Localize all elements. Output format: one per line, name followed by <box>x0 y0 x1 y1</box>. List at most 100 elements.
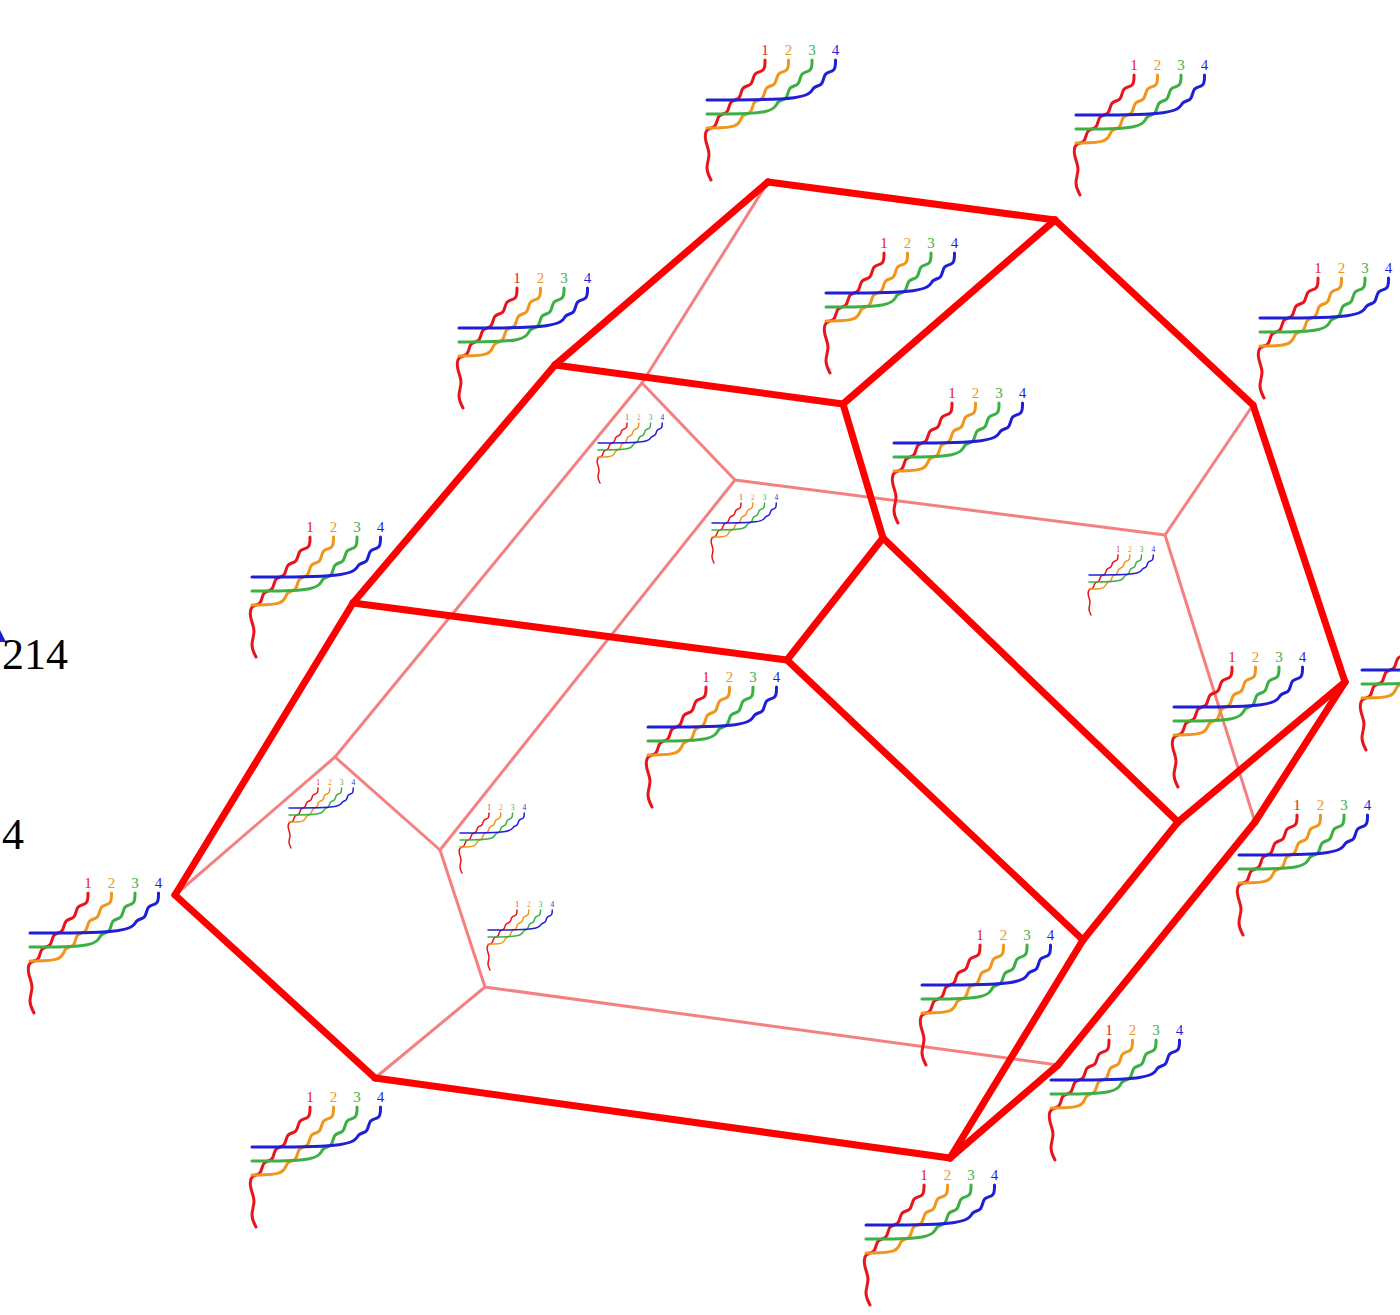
strand-number: 1 <box>976 928 984 943</box>
pipe-strand <box>1362 630 1400 670</box>
pipe-strand <box>289 788 330 822</box>
pipe-strand <box>1076 75 1158 143</box>
strand-number: 4 <box>351 779 355 787</box>
strand-number: 4 <box>1201 58 1209 73</box>
strand-number: 4 <box>1047 928 1055 943</box>
pipe-strand <box>597 423 627 483</box>
strand-number: 1 <box>948 386 956 401</box>
pipe-strand <box>288 788 318 848</box>
strand-number: 4 <box>660 414 664 422</box>
pipe-strand <box>826 253 931 307</box>
strand-number: 2 <box>328 779 332 787</box>
pipe-strand <box>1076 75 1205 115</box>
pipe-strand <box>30 893 159 933</box>
pipe-strand <box>459 288 588 328</box>
strand-number: 2 <box>1338 261 1346 276</box>
pipe-strand <box>488 910 552 930</box>
strand-number: 2 <box>499 804 503 812</box>
pipe-strand <box>289 788 342 815</box>
pipe-strand <box>1237 815 1297 935</box>
strand-number: 4 <box>1385 261 1393 276</box>
cut-off-label: 214 <box>2 633 68 677</box>
pipe-strand <box>1088 555 1118 615</box>
pipe-strand <box>826 253 908 321</box>
pipe-strand <box>1051 1040 1180 1080</box>
pipe-strand <box>1174 667 1279 721</box>
strand-number: 3 <box>927 236 935 251</box>
pipe-strand <box>1074 75 1134 195</box>
strand-number: 1 <box>306 520 314 535</box>
pipe-strand <box>28 893 88 1013</box>
pipe-strand <box>460 813 524 833</box>
strand-number: 4 <box>1176 1023 1184 1038</box>
strand-number: 2 <box>1154 58 1162 73</box>
pipe-strand <box>711 503 741 563</box>
strand-number: 4 <box>991 1168 999 1183</box>
pipe-strand <box>648 687 753 741</box>
pipe-strand <box>824 253 884 373</box>
strand-number: 1 <box>1228 650 1236 665</box>
pipe-strand <box>712 503 776 523</box>
strand-number: 4 <box>773 670 781 685</box>
strand-number: 2 <box>527 901 531 909</box>
pipe-strand <box>922 945 1027 999</box>
pipe-strand <box>488 910 529 944</box>
pipe-strand <box>922 945 1051 985</box>
pipe-strand <box>1089 555 1130 589</box>
strand-number: 3 <box>967 1168 975 1183</box>
pipe-strand <box>1362 630 1400 698</box>
strand-number: 1 <box>306 1090 314 1105</box>
pipe-strand <box>487 910 517 970</box>
strand-number: 1 <box>316 779 320 787</box>
strand-number: 3 <box>649 414 653 422</box>
strand-number: 1 <box>513 271 521 286</box>
pipe-strand <box>1174 667 1256 735</box>
strand-number: 1 <box>515 901 519 909</box>
strand-number: 4 <box>377 1090 385 1105</box>
visible-edges <box>175 182 1345 1158</box>
pipe-strand <box>457 288 517 408</box>
hidden-edges <box>175 182 1255 1078</box>
pipe-strand <box>866 1185 971 1239</box>
pipe-strand <box>1172 667 1232 787</box>
strand-number: 2 <box>330 520 338 535</box>
pipe-strand <box>707 60 789 128</box>
pipe-strand <box>1260 278 1342 346</box>
cut-off-label: 4 <box>2 813 24 857</box>
strand-number: 2 <box>944 1168 952 1183</box>
strand-number: 3 <box>1361 261 1369 276</box>
pipe-strand <box>648 687 777 727</box>
pipe-strand <box>598 423 639 457</box>
strand-number: 1 <box>84 876 92 891</box>
strand-number: 3 <box>1152 1023 1160 1038</box>
pipe-strand <box>252 537 357 591</box>
strand-number: 3 <box>1177 58 1185 73</box>
strand-number: 3 <box>1275 650 1283 665</box>
pipe-strand <box>1089 555 1153 575</box>
strand-number: 3 <box>353 1090 361 1105</box>
pipe-strand <box>460 813 501 847</box>
pipe-strand <box>1076 75 1181 129</box>
pipe-strand <box>598 423 651 450</box>
strand-number: 1 <box>739 494 743 502</box>
pipe-strand <box>1174 667 1303 707</box>
pipe-strand <box>459 288 564 342</box>
strand-number: 3 <box>1023 928 1031 943</box>
strand-number: 3 <box>340 779 344 787</box>
pipe-strand <box>252 1107 381 1147</box>
strand-number: 2 <box>1317 798 1325 813</box>
pipe-strand <box>866 1185 995 1225</box>
strand-number: 1 <box>1314 261 1322 276</box>
pipe-strand <box>250 537 310 657</box>
pipe-strand <box>707 60 836 100</box>
strand-number: 4 <box>951 236 959 251</box>
strand-number: 3 <box>808 43 816 58</box>
strand-number: 4 <box>1019 386 1027 401</box>
strand-number: 4 <box>1364 798 1372 813</box>
pipe-strand <box>705 60 765 180</box>
strand-number: 2 <box>537 271 545 286</box>
strand-number: 4 <box>377 520 385 535</box>
